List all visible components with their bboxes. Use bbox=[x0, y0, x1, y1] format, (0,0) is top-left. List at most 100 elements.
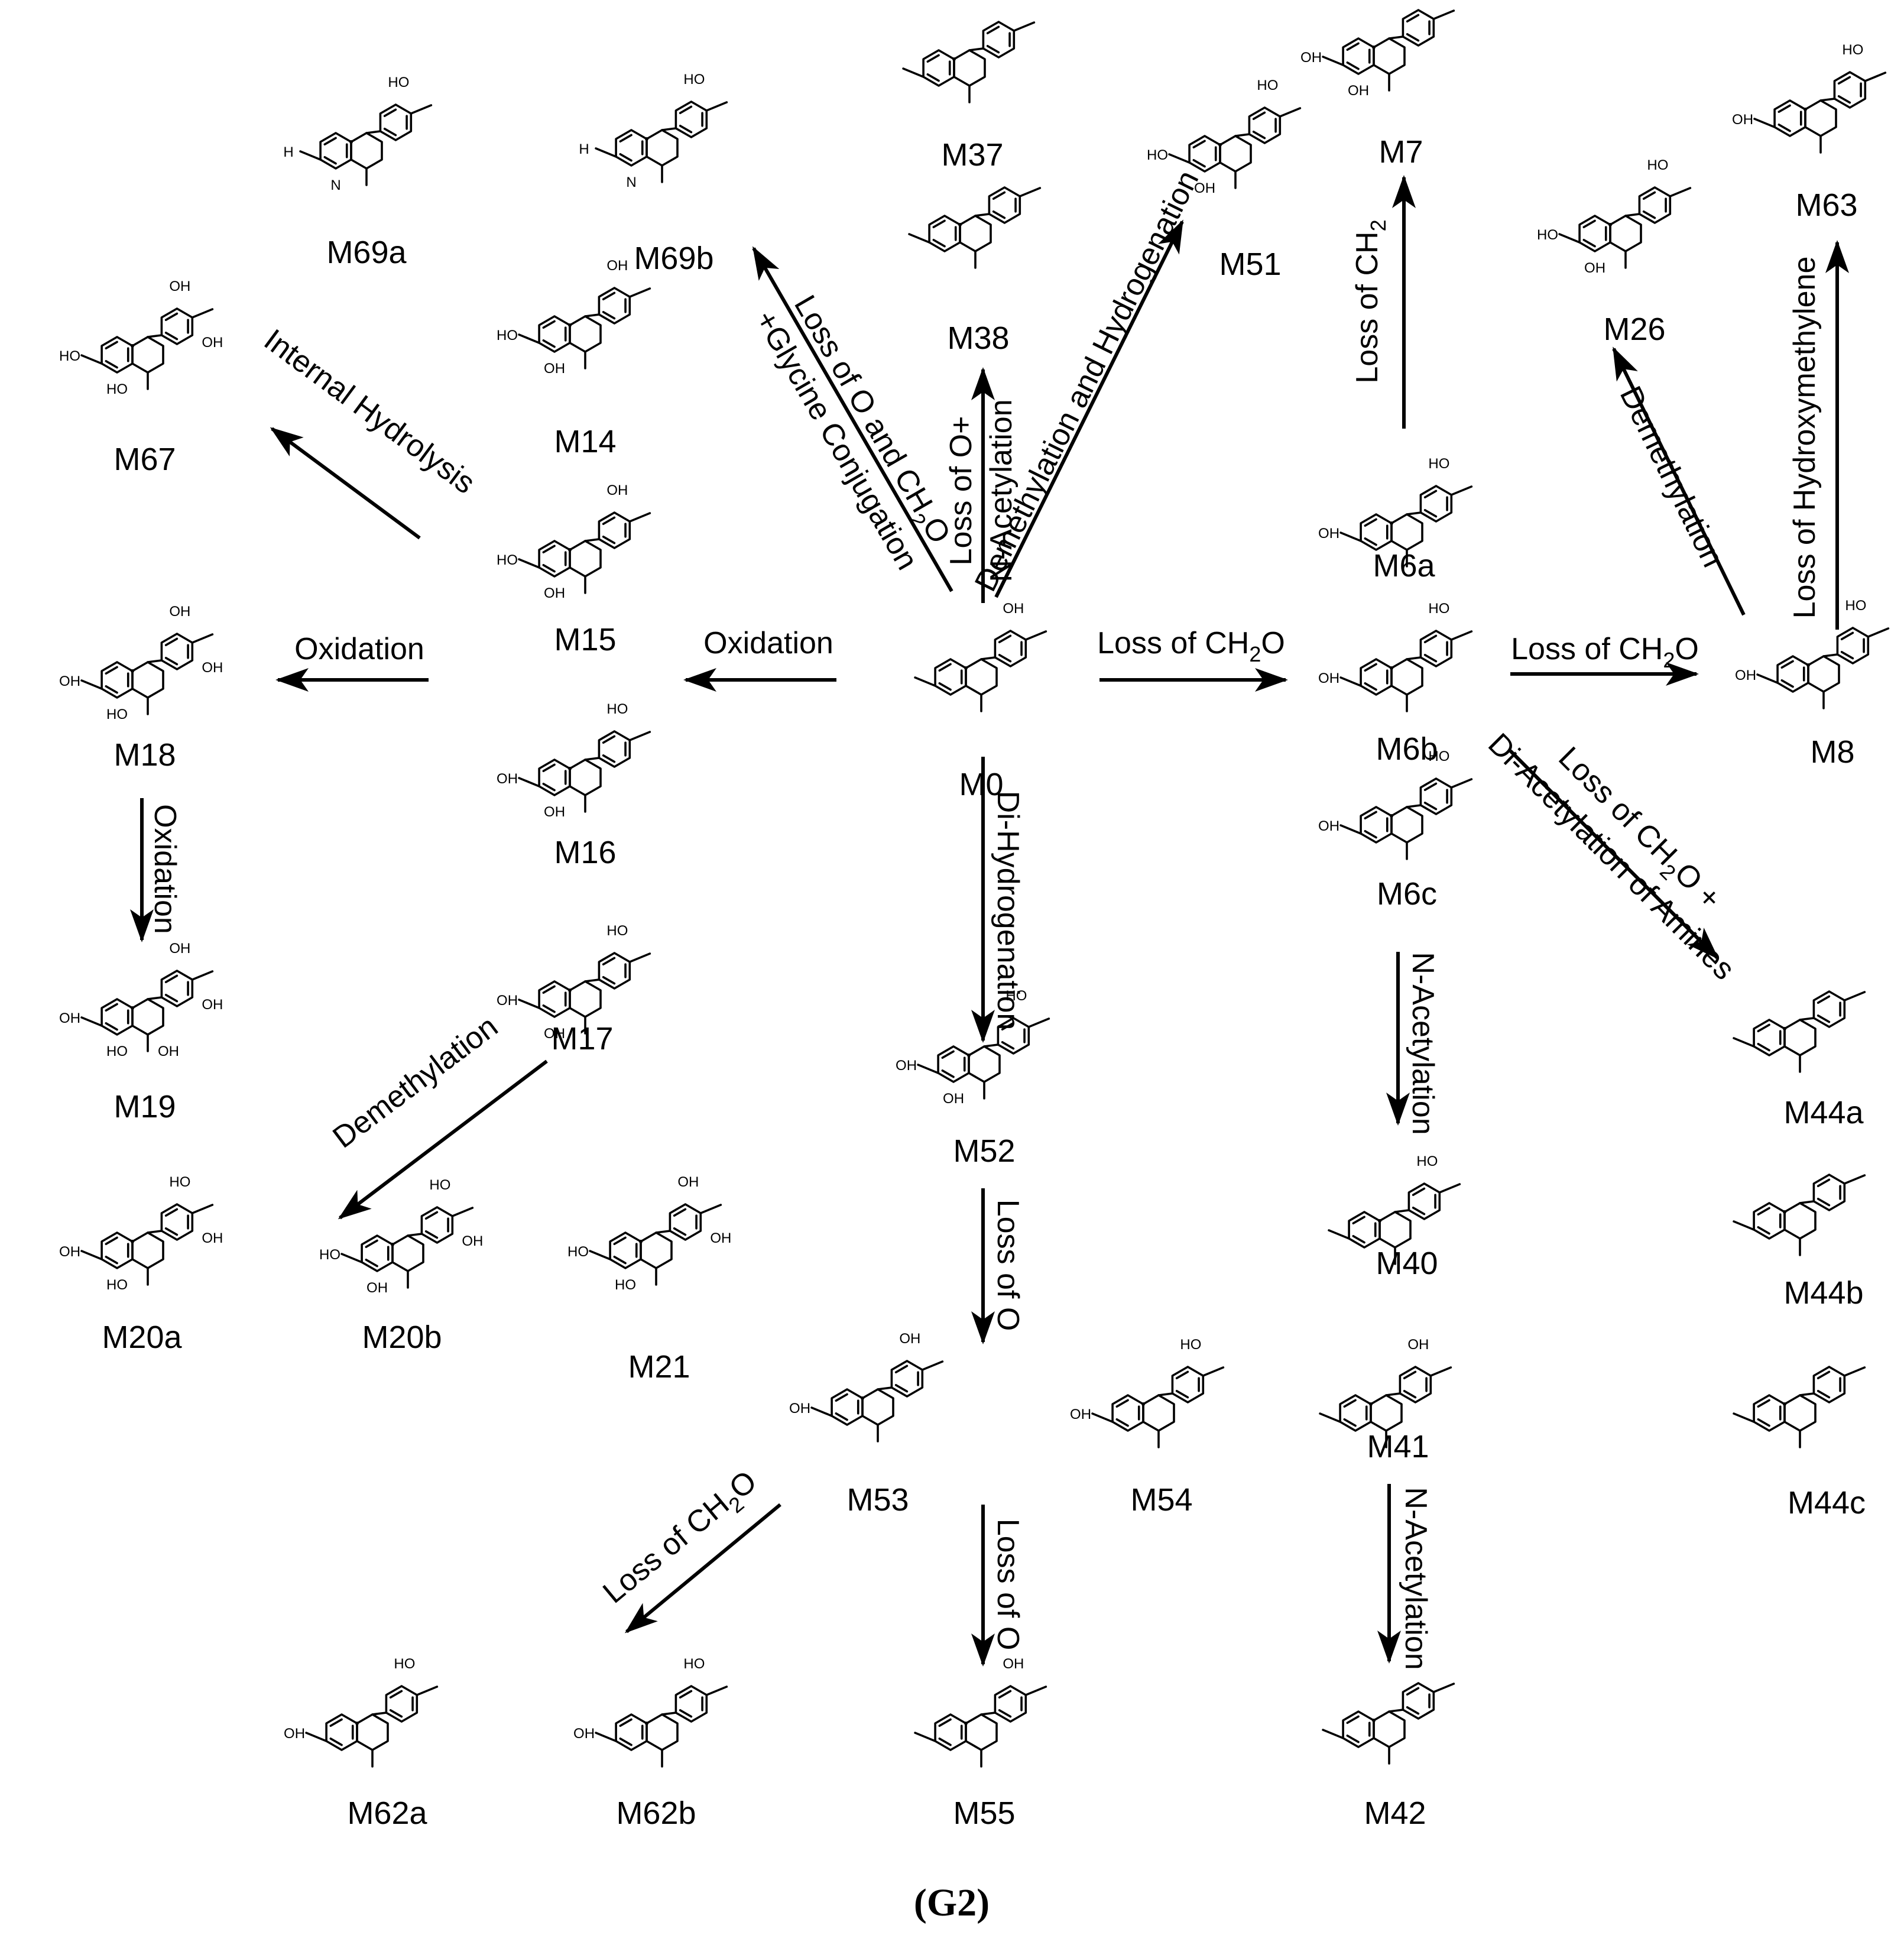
double-bond bbox=[1412, 1187, 1426, 1196]
atom-label: HO bbox=[106, 1043, 128, 1059]
double-bond bbox=[938, 682, 952, 691]
compound-label: M37 bbox=[941, 137, 1003, 173]
double-bond bbox=[602, 754, 616, 763]
ring-b bbox=[598, 730, 631, 768]
reaction-label-r17: Loss of O bbox=[991, 1200, 1025, 1331]
double-bond bbox=[613, 1256, 627, 1265]
double-bond bbox=[323, 155, 337, 165]
double-bond bbox=[1757, 1418, 1770, 1427]
double-bond bbox=[1840, 631, 1854, 640]
double-bond bbox=[542, 783, 556, 792]
atom-label: OH bbox=[1300, 50, 1322, 66]
atom-label: HO bbox=[319, 1247, 340, 1263]
atom-label: OH bbox=[169, 278, 190, 294]
double-bond bbox=[1346, 61, 1360, 70]
ring-c bbox=[953, 49, 986, 87]
methoxy-bond bbox=[80, 679, 103, 690]
reaction-label-r9: Oxidation bbox=[703, 626, 833, 660]
double-bond bbox=[938, 1738, 952, 1746]
ring-c bbox=[1142, 1394, 1175, 1432]
double-bond bbox=[998, 634, 1012, 643]
double-bond bbox=[932, 238, 946, 248]
double-bond bbox=[105, 685, 118, 694]
svg-text:Loss of O: Loss of O bbox=[991, 1200, 1025, 1331]
svg-text:Demethylation: Demethylation bbox=[1613, 381, 1730, 572]
double-bond bbox=[1757, 1226, 1770, 1235]
compound-label: M6a bbox=[1373, 548, 1435, 584]
atom-label: OH bbox=[59, 1244, 80, 1260]
compound-label: M8 bbox=[1810, 734, 1854, 770]
methoxy-bond bbox=[1733, 1037, 1755, 1048]
atom-label: OH bbox=[544, 585, 565, 601]
double-bond bbox=[1817, 1390, 1831, 1399]
bridge-bond bbox=[147, 996, 163, 1000]
atom-label: H bbox=[283, 144, 293, 160]
svg-text:Loss of CH2: Loss of CH2 bbox=[1350, 219, 1390, 383]
ring-oxygen bbox=[1783, 1402, 1787, 1406]
double-bond bbox=[105, 1236, 118, 1245]
arrow-r7 bbox=[270, 427, 421, 540]
atom-label: HO bbox=[683, 1656, 705, 1672]
ring-b bbox=[1171, 1366, 1205, 1404]
methoxy-bond bbox=[1843, 1174, 1866, 1185]
methoxy-bond bbox=[1733, 1412, 1755, 1423]
ring-b bbox=[420, 1206, 454, 1244]
ring-c bbox=[356, 1713, 389, 1751]
ring-b bbox=[674, 101, 708, 138]
ring-b bbox=[1812, 1366, 1846, 1404]
ring-oxygen bbox=[131, 669, 135, 673]
methoxy-bond bbox=[1339, 531, 1362, 542]
bridge-bond bbox=[661, 1712, 677, 1716]
ring-oxygen bbox=[1804, 108, 1808, 111]
ring-c bbox=[131, 998, 164, 1036]
methoxy-bond bbox=[191, 1204, 214, 1214]
methoxy-bond bbox=[1432, 9, 1455, 20]
methoxy-bond bbox=[1024, 1686, 1047, 1696]
ring-c bbox=[1373, 1710, 1406, 1748]
methoxy-bond bbox=[1867, 627, 1890, 638]
double-bond bbox=[673, 1227, 687, 1236]
ring-oxygen bbox=[1369, 1402, 1373, 1406]
ring-oxygen bbox=[1372, 1719, 1376, 1722]
methoxy-bond bbox=[518, 999, 540, 1009]
ring-oxygen bbox=[355, 1722, 359, 1725]
double-bond bbox=[164, 637, 179, 646]
arrow-r14 bbox=[1509, 749, 1719, 960]
double-bond bbox=[894, 1384, 909, 1393]
ring-oxygen bbox=[1806, 663, 1811, 667]
double-bond bbox=[424, 1230, 439, 1239]
methoxy-bond bbox=[1202, 1366, 1225, 1377]
compound-m38: M38 bbox=[908, 186, 1042, 356]
reaction-label-r13: Di-Hydrogenation bbox=[991, 791, 1025, 1030]
atom-label: HO bbox=[497, 552, 518, 568]
atom-label: HO bbox=[606, 701, 628, 717]
double-bond bbox=[329, 1718, 343, 1727]
compound-label: M51 bbox=[1219, 247, 1281, 282]
methoxy-bond bbox=[628, 512, 651, 523]
figure-label: (G2) bbox=[914, 1881, 990, 1924]
methoxy-bond bbox=[1450, 485, 1473, 496]
ring-oxygen bbox=[349, 140, 353, 144]
ring-c bbox=[131, 336, 164, 374]
methoxy-bond bbox=[902, 67, 925, 78]
bridge-bond bbox=[1819, 98, 1836, 102]
methoxy-bond bbox=[80, 354, 103, 365]
compound-label: M62b bbox=[616, 1795, 696, 1831]
double-bond bbox=[998, 1709, 1012, 1718]
atom-label: OH bbox=[462, 1233, 483, 1249]
compound-label: M44c bbox=[1788, 1485, 1866, 1521]
ring-c bbox=[640, 1231, 673, 1269]
ring-oxygen bbox=[967, 1054, 971, 1057]
ring-oxygen bbox=[1783, 1210, 1787, 1214]
ring-oxygen bbox=[1390, 814, 1394, 818]
arrow-r1 bbox=[752, 246, 953, 592]
bridge-bond bbox=[584, 757, 601, 761]
methoxy-bond bbox=[699, 1204, 722, 1214]
bridge-bond bbox=[1406, 656, 1422, 660]
reaction-label-r11: Loss of CH2O bbox=[1511, 632, 1699, 672]
atom-label: HO bbox=[497, 328, 518, 343]
